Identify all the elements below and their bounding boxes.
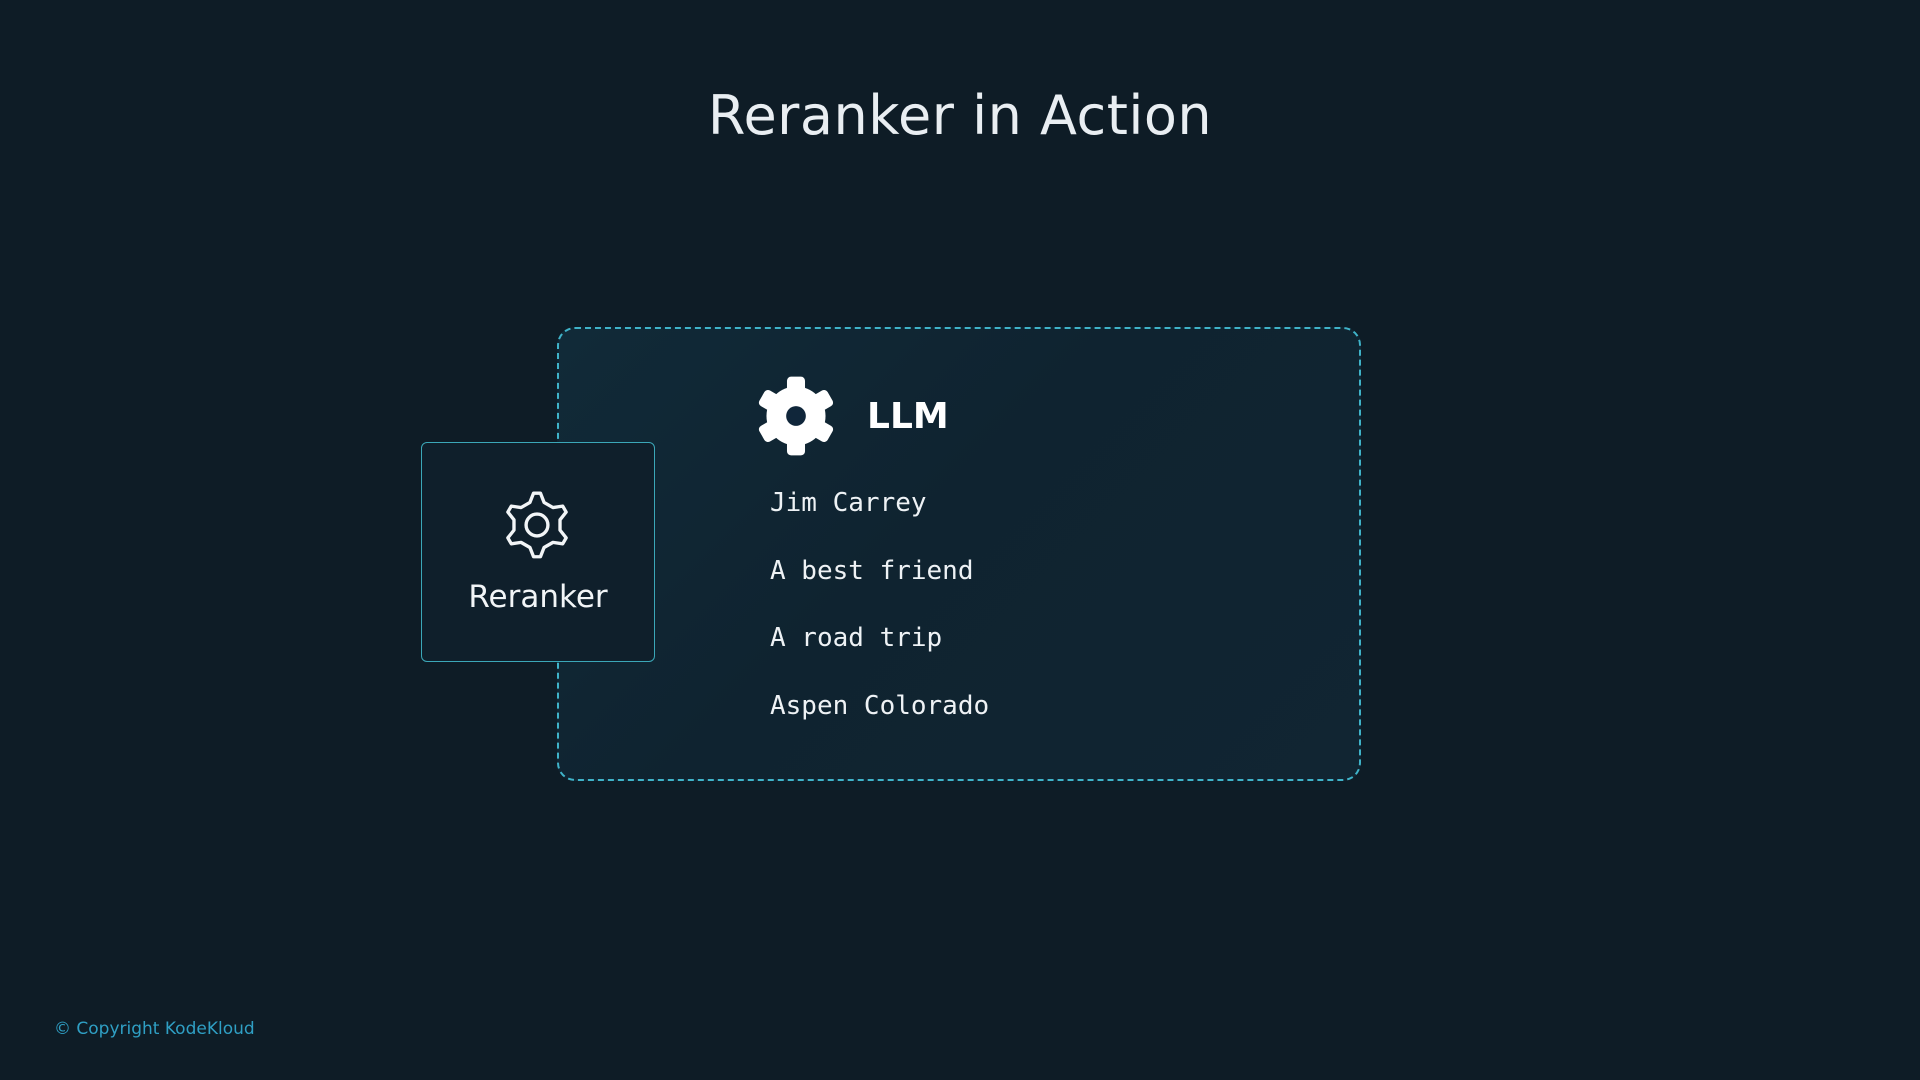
context-item: Aspen Colorado <box>770 690 990 721</box>
copyright-notice: © Copyright KodeKloud <box>54 1019 255 1039</box>
context-item: Jim Carrey <box>770 488 927 518</box>
context-item: A road trip <box>770 623 943 653</box>
gear-solid-icon <box>758 376 834 456</box>
llm-header: LLM <box>755 375 949 457</box>
reranker-box: Reranker <box>421 442 655 662</box>
context-item: A best friend <box>770 555 974 586</box>
slide-title: Reranker in Action <box>707 84 1213 147</box>
gear-outline-icon <box>506 491 568 559</box>
context-list: Jim Carrey A best friend A road trip Asp… <box>770 489 989 759</box>
reranker-label: Reranker <box>468 579 608 615</box>
llm-label: LLM <box>867 395 949 437</box>
llm-panel: LLM Jim Carrey A best friend A road trip… <box>557 327 1361 781</box>
